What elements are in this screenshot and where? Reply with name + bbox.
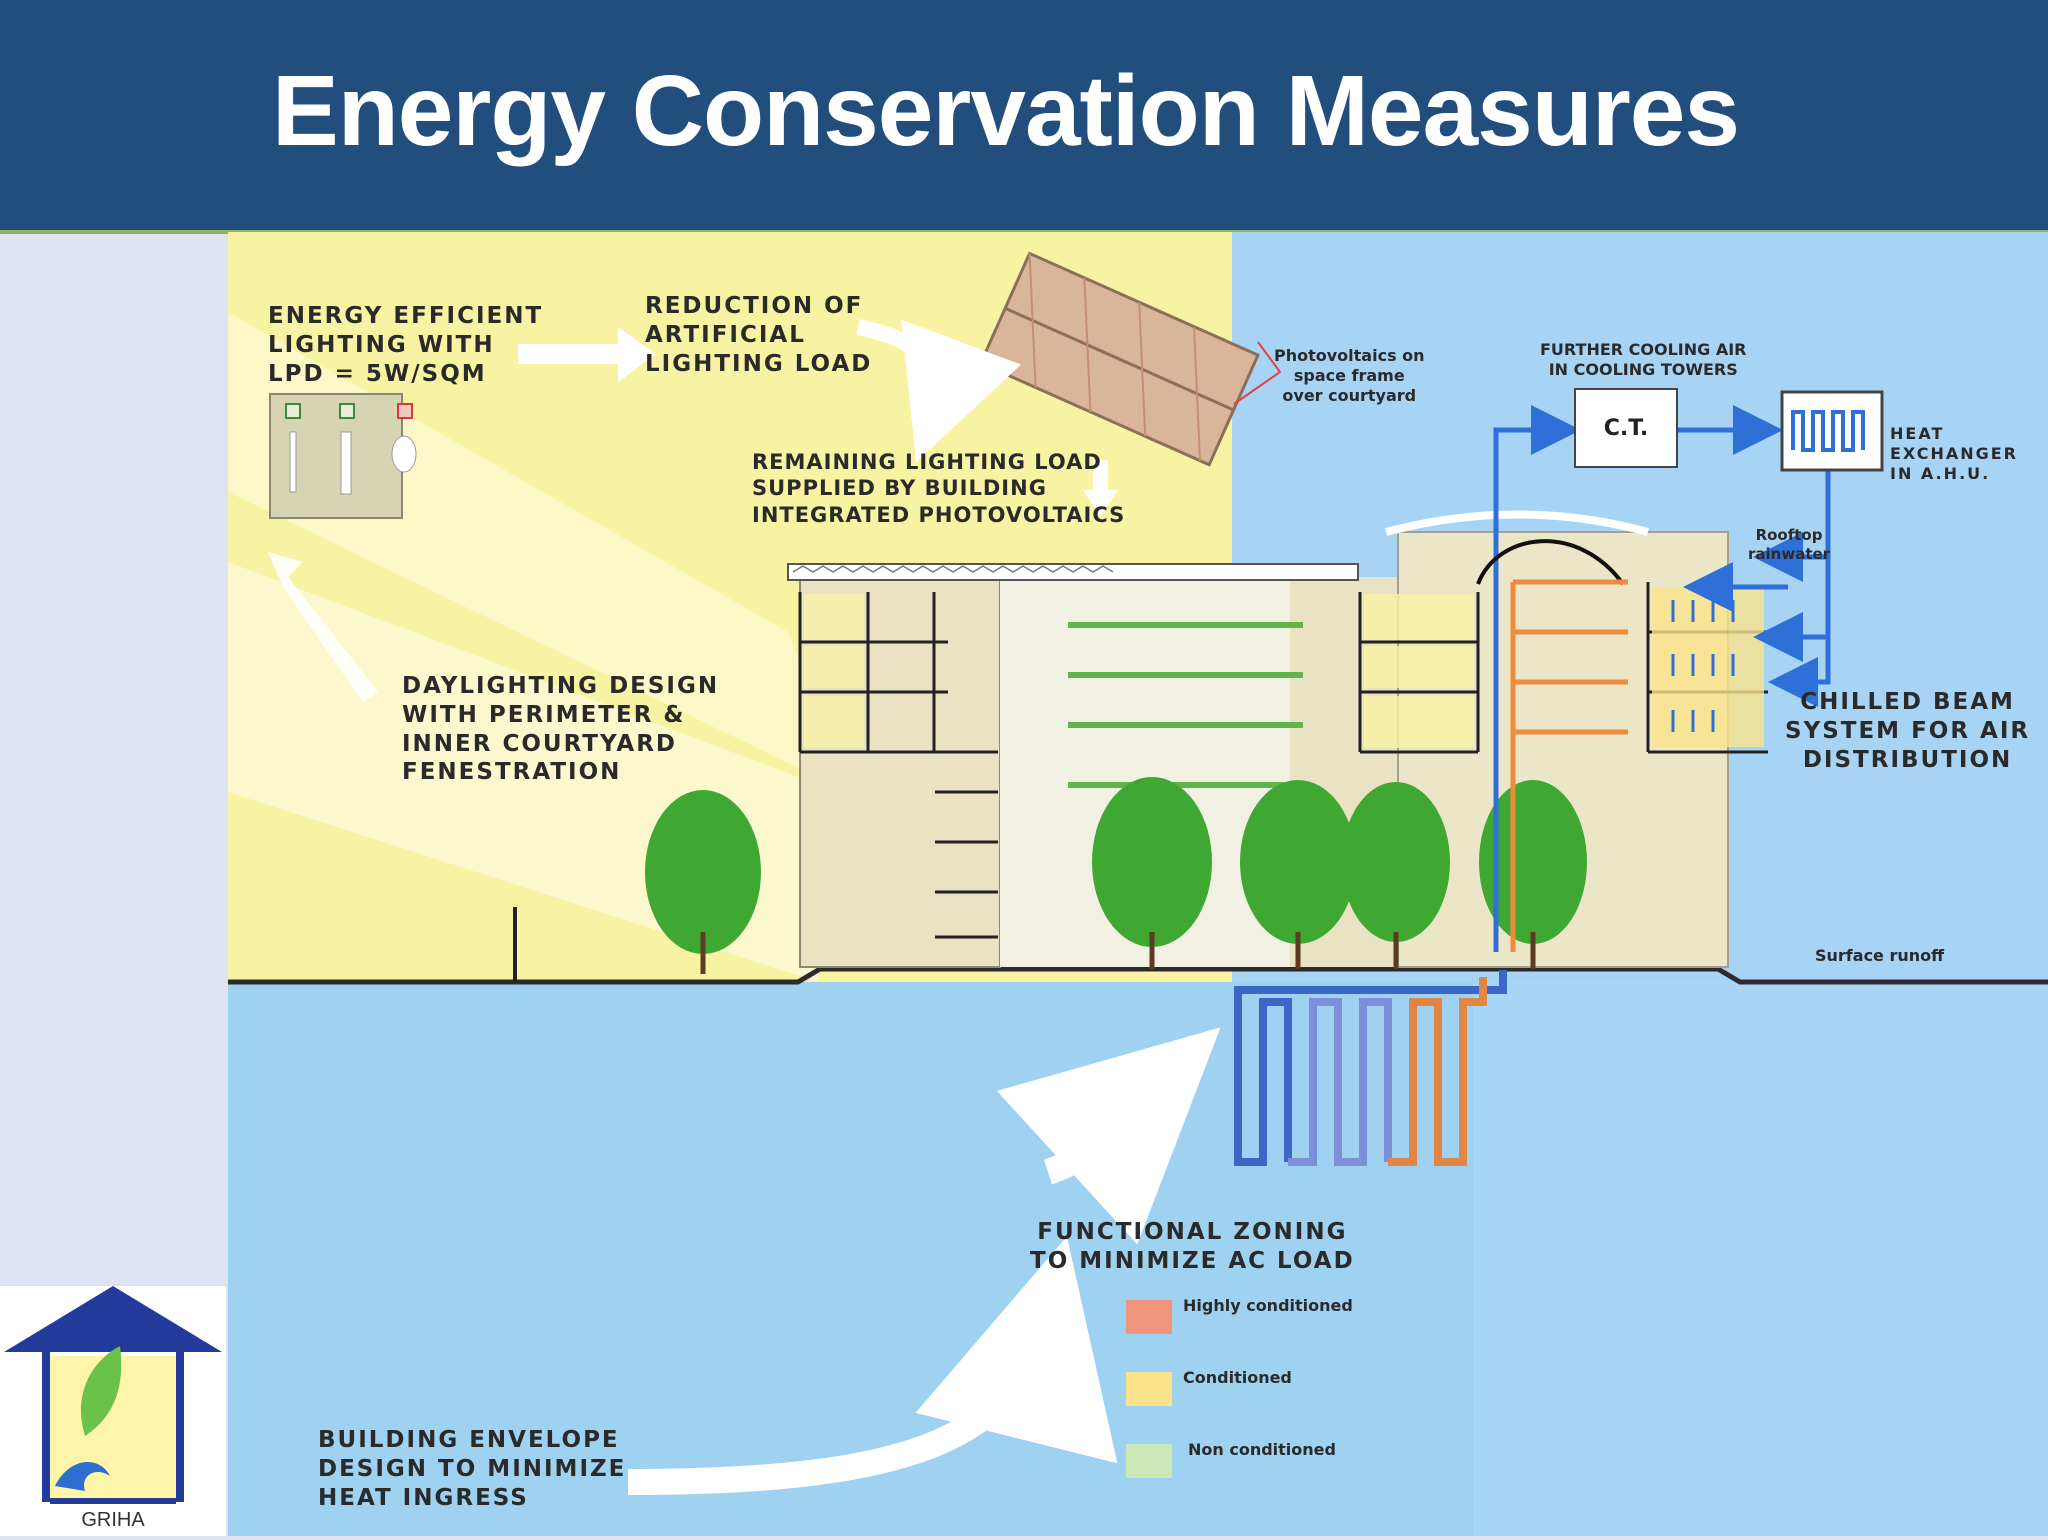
griha-logo: GRIHA	[0, 1286, 226, 1536]
floor-slabs-left	[798, 582, 1768, 939]
photovoltaics-label: Photovoltaics on space frame over courty…	[1274, 346, 1425, 405]
chilled-beam-label: CHILLED BEAM SYSTEM FOR AIR DISTRIBUTION	[1785, 689, 2031, 773]
lighting-icon-box	[269, 393, 417, 519]
legend-conditioned-label: Conditioned	[1183, 1368, 1292, 1387]
envelope-label: BUILDING ENVELOPE DESIGN TO MINIMIZE HEA…	[318, 1427, 627, 1511]
legend-swatch-non	[1126, 1444, 1172, 1478]
loop-arc	[1476, 539, 1625, 586]
heat-exchanger-label: HEAT EXCHANGER IN A.H.U.	[1890, 424, 2018, 483]
logo-text: GRIHA	[81, 1509, 145, 1531]
zoning-label: FUNCTIONAL ZONING TO MINIMIZE AC LOAD	[1030, 1219, 1355, 1274]
cooling-label: FURTHER COOLING AIR IN COOLING TOWERS	[1540, 340, 1747, 379]
lighting-label: ENERGY EFFICIENT LIGHTING WITH LPD = 5W/…	[268, 303, 544, 387]
slide-title: Energy Conservation Measures	[272, 55, 1740, 167]
title-bar	[0, 0, 2048, 230]
remaining-label: REMAINING LIGHTING LOAD SUPPLIED BY BUIL…	[752, 450, 1126, 527]
legend-highly-label: Highly conditioned	[1183, 1296, 1353, 1315]
roof-canopy	[1384, 510, 1650, 536]
trees	[645, 777, 1587, 954]
cooling-tower-box: C.T.	[1574, 388, 1678, 468]
white-arrows	[268, 327, 1118, 702]
orange-pipes	[1510, 579, 1628, 952]
legend-non-label: Non conditioned	[1188, 1440, 1336, 1459]
beam-arrows	[1671, 600, 1735, 732]
legend-swatches	[1126, 1300, 1172, 1478]
griha-logo-mark: GRIHA	[4, 1286, 222, 1531]
green-planters	[1068, 622, 1303, 788]
rooftop-label: Rooftop rainwater	[1748, 526, 1831, 563]
legend-swatch-conditioned	[1126, 1372, 1172, 1406]
legend-swatch-highly	[1126, 1300, 1172, 1334]
tree-trunks	[700, 932, 1536, 974]
daylighting-label: DAYLIGHTING DESIGN WITH PERIMETER & INNE…	[402, 673, 720, 786]
ground-line	[228, 966, 2048, 985]
photovoltaic-panel	[978, 251, 1260, 467]
reduction-label: REDUCTION OF ARTIFICIAL LIGHTING LOAD	[645, 293, 873, 377]
ground-loops	[1234, 970, 1507, 1166]
ground-right	[1473, 982, 2048, 1536]
blue-pipes	[1493, 405, 1831, 952]
roof-truss	[792, 565, 1114, 573]
energy-diagram	[228, 232, 2048, 1536]
surface-runoff-label: Surface runoff	[1815, 946, 1945, 965]
